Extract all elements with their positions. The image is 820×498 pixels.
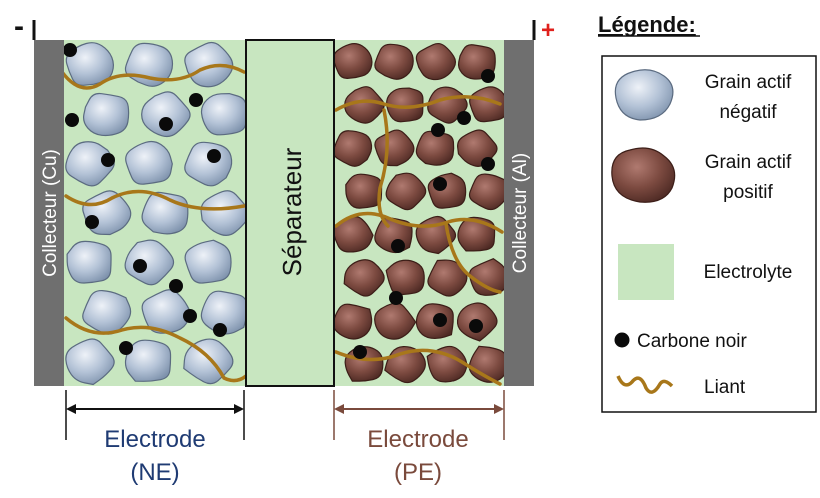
positive-grain bbox=[385, 259, 425, 296]
positive-grain bbox=[345, 173, 383, 209]
carbon-black-particle bbox=[433, 313, 447, 327]
positive-grain bbox=[415, 42, 457, 81]
negative-grains bbox=[65, 41, 251, 386]
legend-electrolyte-swatch bbox=[618, 244, 674, 300]
legend-title: Légende: bbox=[598, 12, 696, 37]
negative-grain bbox=[124, 239, 175, 286]
carbon-black-particle bbox=[353, 345, 367, 359]
carbon-black-particle bbox=[169, 279, 183, 293]
legend-pos-grain-line1: Grain actif bbox=[705, 152, 792, 173]
positive-grain bbox=[415, 130, 455, 166]
pe-electrode-tag: (PE) bbox=[394, 459, 442, 486]
ne-electrode-label: Electrode bbox=[104, 426, 205, 453]
positive-grain bbox=[457, 216, 496, 252]
binder-strand bbox=[60, 63, 246, 90]
carbon-black-particle bbox=[213, 323, 227, 337]
carbon-black-particle bbox=[457, 111, 471, 125]
binder-lines bbox=[60, 63, 504, 386]
positive-grain bbox=[332, 43, 373, 79]
binder-strand bbox=[64, 316, 248, 383]
binder-strand bbox=[334, 348, 502, 386]
negative-grain bbox=[82, 92, 130, 137]
carbon-black-particle bbox=[63, 43, 77, 57]
carbon-black-particle bbox=[159, 117, 173, 131]
binder-strand bbox=[64, 189, 246, 211]
legend-neg-grain-icon bbox=[614, 69, 674, 121]
collector-right-label: Collecteur (Al) bbox=[510, 153, 531, 273]
negative-grain bbox=[184, 41, 234, 88]
carbon-black-particle bbox=[85, 215, 99, 229]
legend-pos-grain-icon bbox=[611, 147, 676, 203]
positive-grain bbox=[374, 43, 414, 80]
positive-grain bbox=[332, 216, 374, 253]
negative-grain bbox=[184, 239, 232, 284]
collector-left bbox=[34, 40, 64, 386]
carbon-black-particle bbox=[389, 291, 403, 305]
carbon-black-particle bbox=[65, 113, 79, 127]
carbon-black-particle bbox=[183, 309, 197, 323]
collector-left-label: Collecteur (Cu) bbox=[40, 149, 61, 277]
separator bbox=[245, 39, 335, 387]
carbon-black-particle bbox=[189, 93, 203, 107]
legend-carbon-label: Carbone noir bbox=[637, 331, 748, 352]
carbon-black-particle bbox=[469, 319, 483, 333]
negative-terminal-sign: - bbox=[14, 10, 24, 43]
collector-right bbox=[504, 40, 534, 386]
legend-binder-label: Liant bbox=[704, 377, 746, 398]
legend-binder-swatch bbox=[616, 375, 674, 394]
ne-electrode-tag: (NE) bbox=[130, 459, 179, 486]
positive-grain bbox=[469, 86, 509, 123]
separator-label: Séparateur bbox=[277, 147, 307, 276]
positive-grains bbox=[332, 42, 510, 384]
carbon-black-dots bbox=[63, 43, 495, 359]
carbon-black-particle bbox=[431, 123, 445, 137]
positive-grain bbox=[344, 86, 385, 124]
negative-grain bbox=[124, 339, 172, 382]
binder-strand bbox=[444, 222, 502, 294]
positive-grain bbox=[332, 303, 373, 340]
binder-strand bbox=[334, 211, 504, 234]
legend-carbon-dot bbox=[614, 332, 630, 348]
negative-grain bbox=[141, 91, 191, 138]
positive-grain bbox=[385, 172, 427, 211]
positive-terminal-sign: + bbox=[541, 17, 555, 44]
negative-grain bbox=[65, 141, 115, 187]
legend-electrolyte-label: Electrolyte bbox=[704, 262, 793, 283]
pe-electrode-label: Electrode bbox=[367, 426, 468, 453]
binder-strand bbox=[377, 108, 390, 228]
positive-grain bbox=[427, 259, 468, 297]
positive-grain bbox=[332, 130, 373, 167]
legend-neg-grain-line1: Grain actif bbox=[705, 72, 792, 93]
carbon-black-particle bbox=[481, 157, 495, 171]
negative-grain bbox=[82, 289, 132, 335]
negative-grain bbox=[125, 140, 173, 185]
carbon-black-particle bbox=[207, 149, 221, 163]
positive-grain bbox=[386, 87, 424, 123]
carbon-black-particle bbox=[133, 259, 147, 273]
pe-width-arrow bbox=[333, 390, 505, 440]
negative-grain bbox=[66, 240, 112, 284]
carbon-black-particle bbox=[119, 341, 133, 355]
carbon-black-particle bbox=[101, 153, 115, 167]
carbon-black-particle bbox=[433, 177, 447, 191]
ne-width-arrow bbox=[65, 390, 245, 440]
binder-strand bbox=[334, 95, 502, 112]
legend-neg-grain-line2: négatif bbox=[719, 102, 777, 123]
carbon-black-particle bbox=[481, 69, 495, 83]
negative-grain bbox=[200, 92, 247, 136]
legend-pos-grain-line2: positif bbox=[723, 182, 773, 203]
negative-grain bbox=[65, 338, 115, 386]
carbon-black-particle bbox=[391, 239, 405, 253]
negative-grain bbox=[200, 190, 251, 236]
positive-grain bbox=[343, 259, 385, 297]
